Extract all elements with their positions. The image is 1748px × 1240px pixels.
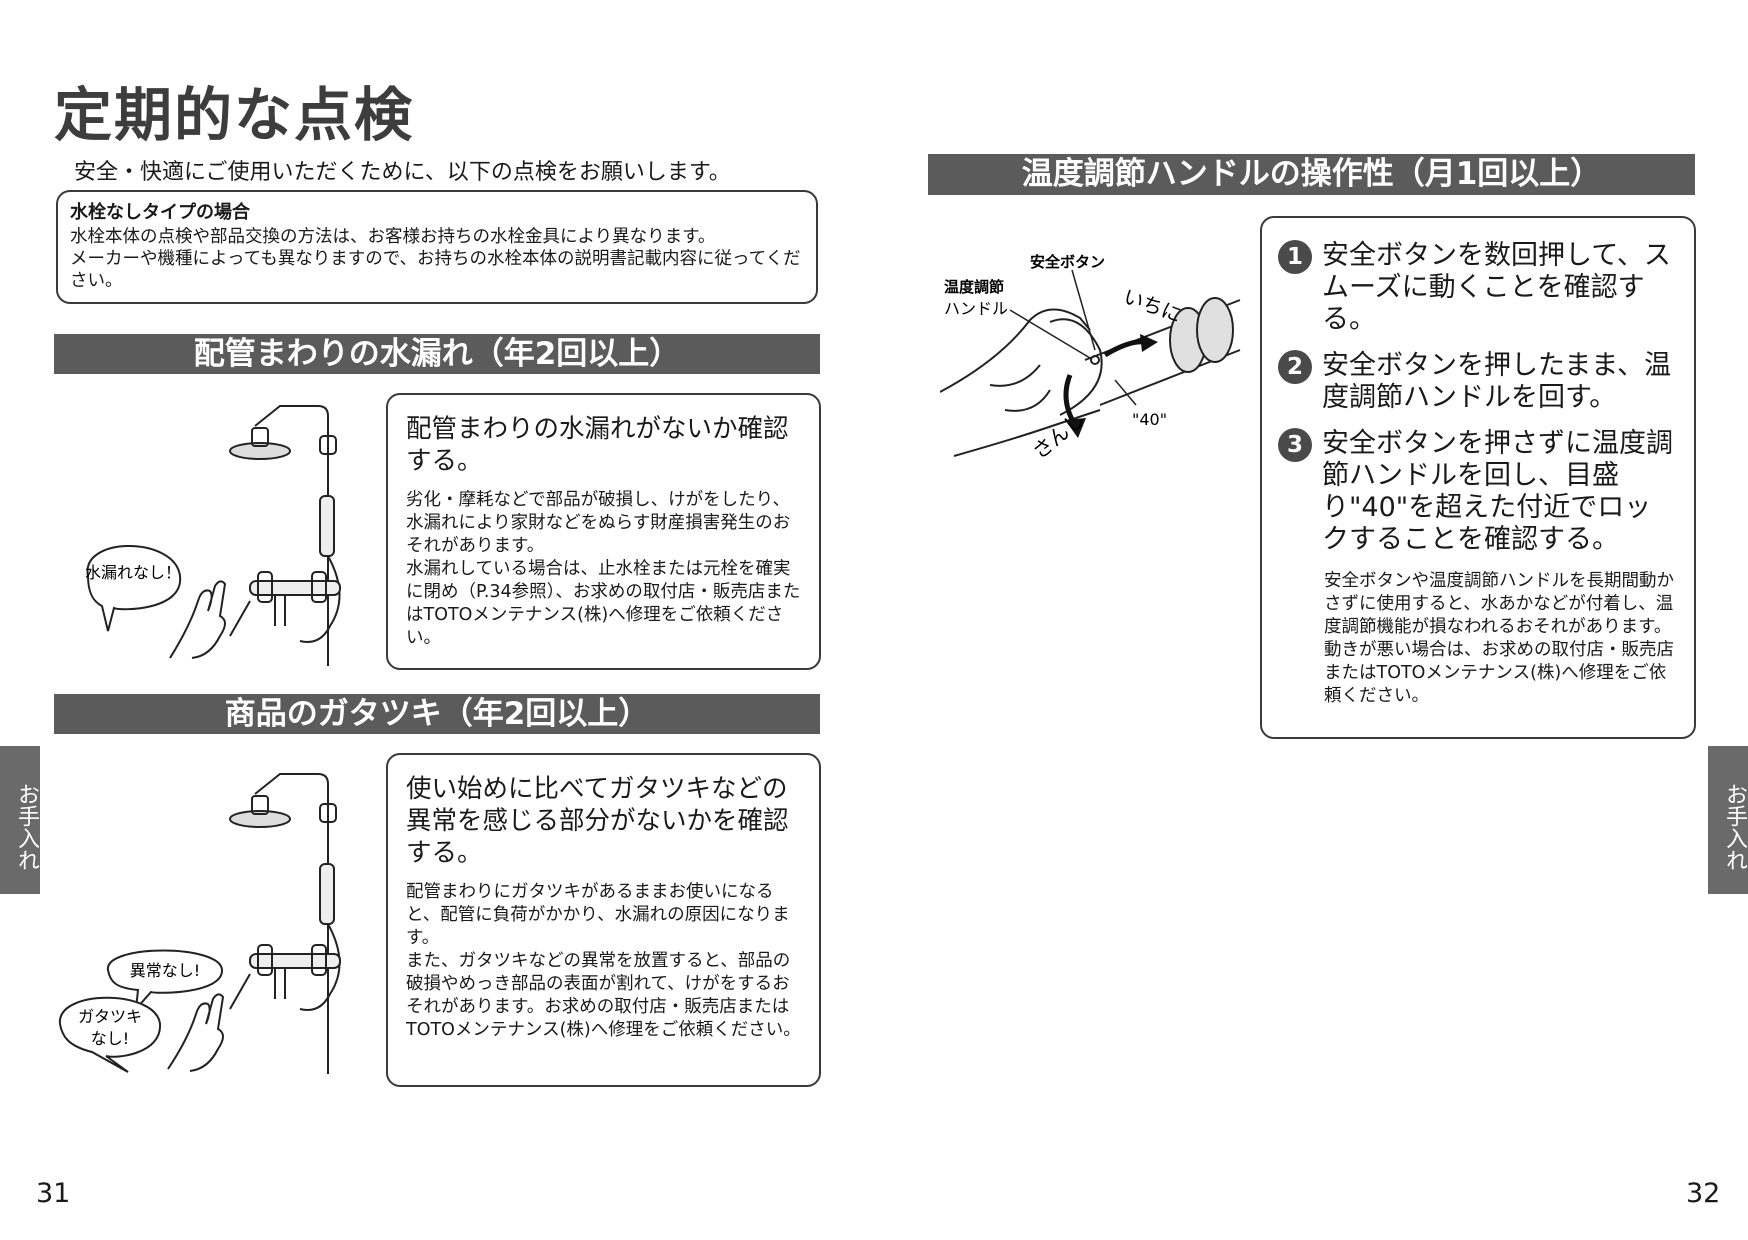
section-heading-handle: 温度調節ハンドルの操作性（月1回以上） xyxy=(928,154,1695,195)
step-text-3: 安全ボタンを押さずに温度調節ハンドルを回し、目盛り"40"を超えた付近でロックす… xyxy=(1322,428,1673,555)
shower-head xyxy=(229,442,291,460)
pointing-hand-2 xyxy=(167,993,225,1072)
shower-illustration-1: 水漏れなし！ xyxy=(85,405,341,666)
section-heading-wobble: 商品のガタツキ（年2回以上） xyxy=(54,694,820,734)
label-handle-1: 温度調節 xyxy=(944,278,1004,296)
side-tab-right[interactable]: お手入れ xyxy=(1708,746,1748,894)
speech-bubble xyxy=(86,545,182,632)
card-wobble-body1: 配管まわりにガタツキがあるままお使いになると、配管に負荷がかかり、水漏れの原因に… xyxy=(406,882,790,948)
card-leak-body1: 劣化・摩耗などで部品が破損し、けがをしたり、水漏れにより家財などをぬらす財産損害… xyxy=(406,490,791,556)
step-text-1: 安全ボタンを数回押して、スムーズに動くことを確認する。 xyxy=(1322,240,1671,335)
label-safety-button: 安全ボタン xyxy=(1030,253,1105,271)
handle-body1: 安全ボタンや温度調節ハンドルを長期間動かさずに使用すると、水あかなどが付着し、温… xyxy=(1324,571,1674,637)
label-hot: いちに xyxy=(1120,284,1185,327)
bubble-text-2b: なし! xyxy=(91,1029,129,1048)
step-1: 1 安全ボタンを数回押して、スムーズに動くことを確認する。 xyxy=(1278,240,1678,336)
arrow-hot xyxy=(1103,339,1146,358)
label-40: "40" xyxy=(1132,410,1167,429)
notice-line1: 水栓本体の点検や部品交換の方法は、お客様お持ちの水栓金具により異なります。 xyxy=(70,227,716,247)
step-3: 3 安全ボタンを押さずに温度調節ハンドルを回し、目盛り"40"を超えた付近でロッ… xyxy=(1278,428,1678,556)
handle-body2: 動きが悪い場合は、お求めの取付店・販売店またはTOTOメンテナンス(株)へ修理を… xyxy=(1324,640,1674,706)
card-wobble: 使い始めに比べてガタツキなどの異常を感じる部分がないかを確認する。 配管まわりに… xyxy=(386,753,821,1087)
step-number-3: 3 xyxy=(1278,428,1312,462)
card-leak-body2: 水漏れしている場合は、止水栓または元栓を確実に閉め（P.34参照）、お求めの取付… xyxy=(406,559,801,648)
section-heading-leak: 配管まわりの水漏れ（年2回以上） xyxy=(54,334,820,374)
page-number-left: 31 xyxy=(36,1178,71,1209)
notice-title: 水栓なしタイプの場合 xyxy=(70,202,250,223)
step-number-2: 2 xyxy=(1278,350,1312,384)
speech-bubble-1 xyxy=(106,949,224,1013)
card-leak-title: 配管まわりの水漏れがないか確認する。 xyxy=(406,414,789,476)
hand-shower xyxy=(319,495,335,557)
side-tab-left-label: お手入れ xyxy=(14,783,39,871)
speech-bubble-2 xyxy=(58,996,162,1073)
page-title: 定期的な点検 xyxy=(54,81,415,149)
step-text-2: 安全ボタンを押したまま、温度調節ハンドルを回す。 xyxy=(1322,350,1672,413)
notice-box: 水栓なしタイプの場合 水栓本体の点検や部品交換の方法は、お客様お持ちの水栓金具に… xyxy=(56,190,818,304)
card-handle: 1 安全ボタンを数回押して、スムーズに動くことを確認する。 2 安全ボタンを押し… xyxy=(1260,216,1696,739)
shower-pipe xyxy=(254,405,329,666)
page-number-right: 32 xyxy=(1686,1178,1721,1209)
step-number-1: 1 xyxy=(1278,240,1312,274)
side-tab-right-label: お手入れ xyxy=(1722,783,1747,871)
card-leak: 配管まわりの水漏れがないか確認する。 劣化・摩耗などで部品が破損し、けがをしたり… xyxy=(386,393,821,670)
label-cold: さんし xyxy=(1028,407,1089,464)
pointing-hand xyxy=(169,580,227,659)
side-tab-left[interactable]: お手入れ xyxy=(0,746,40,894)
notice-line2: メーカーや機種によっても異なりますので、お持ちの水栓本体の説明書記載内容に従って… xyxy=(70,249,801,291)
bubble-text-2a: ガタツキ xyxy=(78,1007,142,1026)
bubble-text: 水漏れなし！ xyxy=(85,563,181,582)
card-wobble-body2: また、ガタツキなどの異常を放置すると、部品の破損やめっき部品の表面が割れて、けが… xyxy=(406,951,801,1040)
bubble-text-1: 異常なし! xyxy=(130,961,200,980)
intro-text: 安全・快適にご使用いただくために、以下の点検をお願いします。 xyxy=(74,160,731,185)
shower-illustration-2: 異常なし! ガタツキ なし! xyxy=(58,773,341,1074)
card-wobble-title: 使い始めに比べてガタツキなどの異常を感じる部分がないかを確認する。 xyxy=(406,774,789,868)
handle-illustration: 安全ボタン 温度調節 ハンドル いちに さんし "40" xyxy=(940,253,1241,464)
label-handle-2: ハンドル xyxy=(944,299,1008,318)
step-2: 2 安全ボタンを押したまま、温度調節ハンドルを回す。 xyxy=(1278,350,1678,414)
